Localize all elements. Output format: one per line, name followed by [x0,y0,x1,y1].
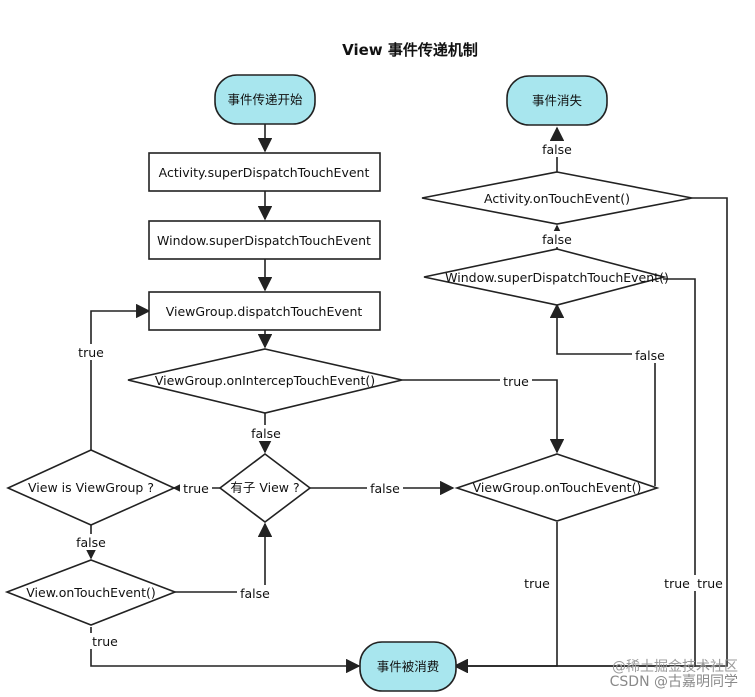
svg-text:false: false [542,142,572,157]
svg-text:true: true [697,576,723,591]
svg-text:事件被消费: 事件被消费 [377,659,440,674]
edge-isviewgroup-true [90,303,151,450]
svg-text:View is ViewGroup ?: View is ViewGroup ? [28,480,154,495]
label-window-false: false [539,231,575,247]
svg-text:false: false [240,586,270,601]
edge-vgontouch-false [549,303,656,486]
edge-intercept-true [402,379,565,454]
edge-viewontouch-false [175,522,273,593]
label-viewontouch-false: false [237,585,273,601]
label-vgontouch-false: false [632,347,668,363]
svg-text:Activity.onTouchEvent(): Activity.onTouchEvent() [484,191,630,206]
svg-text:Window.superDispatchTouchEvent: Window.superDispatchTouchEvent [157,233,371,248]
edge-activity-true [453,197,728,674]
svg-text:ViewGroup.dispatchTouchEvent: ViewGroup.dispatchTouchEvent [166,304,363,319]
label-isviewgroup-false: false [73,534,109,550]
label-haschild-true: true [180,480,212,496]
node-view-ontouch: View.onTouchEvent() [4,559,178,626]
node-intercept: ViewGroup.onIntercepTouchEvent() [127,348,403,414]
svg-text:CSDN @古嘉明同学: CSDN @古嘉明同学 [610,674,738,690]
svg-text:false: false [370,481,400,496]
node-is-viewgroup: View is ViewGroup ? [6,449,176,526]
diagram-title: View 事件传递机制 [342,41,478,59]
label-window-true: true [661,575,693,591]
svg-text:Activity.superDispatchTouchEve: Activity.superDispatchTouchEvent [159,165,370,180]
edge-labels: true false false true true false false [73,141,726,649]
svg-text:true: true [503,374,529,389]
node-event-lost: 事件消失 [506,75,608,126]
svg-text:true: true [664,576,690,591]
svg-text:ViewGroup.onIntercepTouchEvent: ViewGroup.onIntercepTouchEvent() [155,373,375,388]
svg-text:ViewGroup.onTouchEvent(): ViewGroup.onTouchEvent() [473,480,642,495]
svg-text:false: false [635,348,665,363]
svg-text:事件传递开始: 事件传递开始 [227,92,303,107]
svg-text:true: true [183,481,209,496]
edge-vgontouch-true [453,522,558,674]
node-window-ontouch: Window.superDispatchTouchEvent() [423,248,669,306]
svg-text:true: true [78,345,104,360]
node-activity-ontouch: Activity.onTouchEvent() [421,171,693,225]
label-activity-false: false [539,141,575,157]
svg-text:事件消失: 事件消失 [532,93,583,108]
svg-text:View.onTouchEvent(): View.onTouchEvent() [26,585,156,600]
svg-text:Window.superDispatchTouchEvent: Window.superDispatchTouchEvent() [445,270,669,285]
label-intercept-false: false [248,425,284,441]
node-has-child: 有子 View ? [218,452,312,524]
node-consumed: 事件被消费 [359,641,457,692]
edge-viewontouch-true [90,627,361,674]
label-haschild-false: false [367,480,403,496]
label-intercept-true: true [500,373,532,389]
svg-text:false: false [76,535,106,550]
svg-text:true: true [92,634,118,649]
node-window-dispatch: Window.superDispatchTouchEvent [148,220,381,260]
node-viewgroup-dispatch: ViewGroup.dispatchTouchEvent [148,291,381,331]
node-start: 事件传递开始 [214,74,316,125]
label-activity-true: true [694,575,726,591]
label-vgontouch-true: true [521,575,553,591]
svg-text:有子 View ?: 有子 View ? [230,480,299,495]
label-viewontouch-true: true [89,633,121,649]
svg-text:false: false [251,426,281,441]
node-viewgroup-ontouch: ViewGroup.onTouchEvent() [454,453,660,522]
svg-text:@稀土掘金技术社区: @稀土掘金技术社区 [612,659,738,675]
label-isviewgroup-true: true [75,344,107,360]
watermark: @稀土掘金技术社区 CSDN @古嘉明同学 [610,659,738,690]
svg-text:true: true [524,576,550,591]
node-activity-dispatch: Activity.superDispatchTouchEvent [148,152,381,192]
svg-text:false: false [542,232,572,247]
